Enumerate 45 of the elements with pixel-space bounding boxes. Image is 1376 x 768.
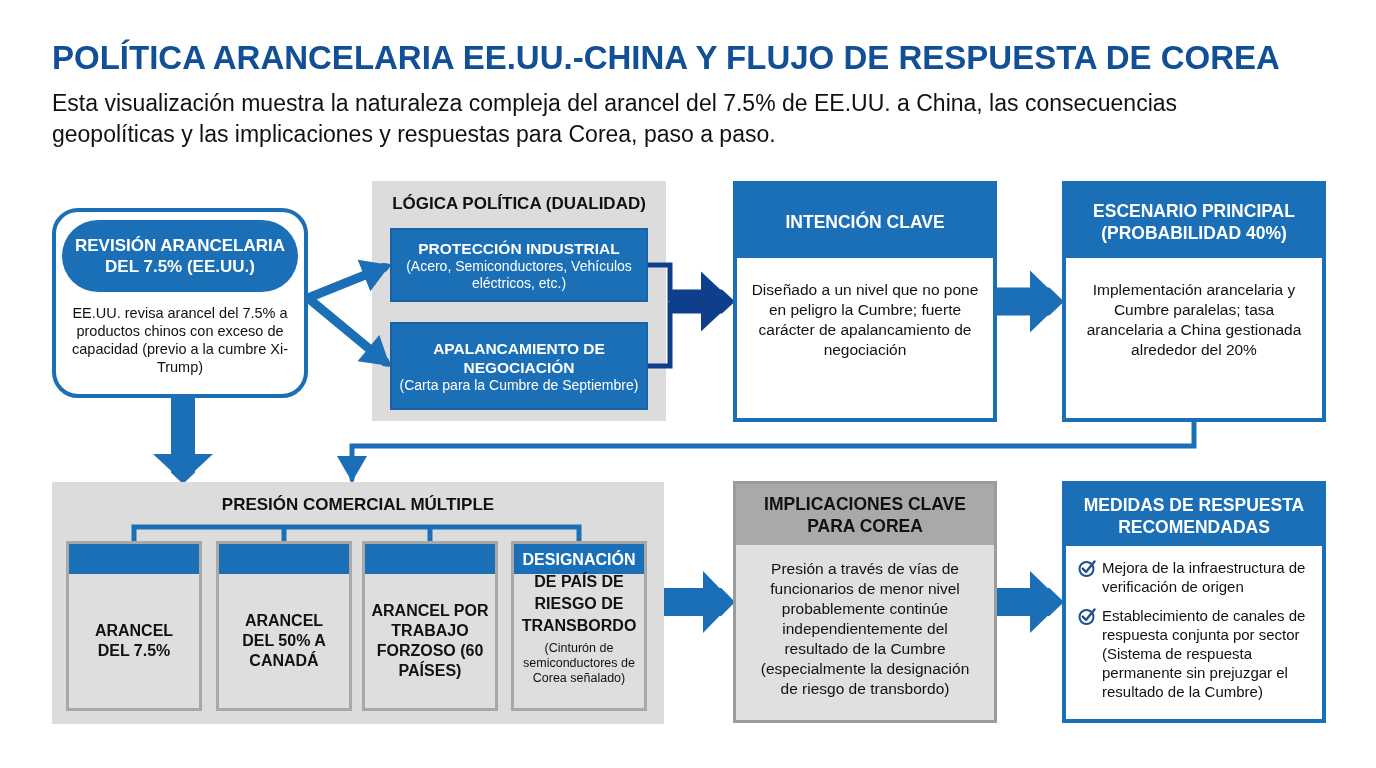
header-band: ESCENARIO PRINCIPAL (PROBABILIDAD 40%): [1066, 185, 1322, 258]
subtitle-text: Esta visualización muestra la naturaleza compleja del arancel del 7.5% de EE.UU. a China, las consecuencias geopolíticas y las implicaciones y respuestas para Corea, paso a paso.: [52, 89, 1179, 149]
headed-box: [1062, 181, 1326, 422]
body-text: Implementación arancelaria y Cumbre paralelas; tasa arancelaria a China gestionada alrededor del 20%: [1085, 280, 1303, 360]
heading-pill: REVISIÓN ARANCELARIA DEL 7.5% (EE.UU.): [62, 220, 298, 292]
block-arrow: [670, 271, 733, 332]
box-heading: PROTECCIÓN INDUSTRIAL: [417, 238, 621, 258]
box-heading: APALANCAMIENTO DE NEGOCIACIÓN: [432, 338, 606, 377]
arrow: [337, 422, 1197, 482]
checklist-box: [1062, 481, 1326, 723]
body-text: Presión a través de vías de funcionarios de menor nivel probablemente continúe independientemente del resultado de la Cumbre (especialmente la designación de riesgo de transbordo): [759, 559, 971, 699]
headed-box: [733, 481, 997, 723]
header-band: MEDIDAS DE RESPUESTA RECOMENDADAS: [1066, 485, 1322, 546]
info-card: [511, 541, 647, 711]
group-panel: [372, 181, 666, 421]
info-card: [216, 541, 352, 711]
box-subtext: (Acero, Semiconductores, Vehículos eléctricos, etc.): [405, 257, 633, 292]
card-note: (Cinturón de semiconductores de Corea señalado): [522, 641, 636, 686]
body-text: Diseñado a un nivel que no pone en peligro la Cumbre; fuerte carácter de apalancamiento de negociación: [751, 280, 979, 360]
card-heading: ARANCEL POR TRABAJO FORZOSO (60 PAÍSES): [370, 601, 490, 681]
card-heading: ARANCEL DEL 50% A CANADÁ: [241, 611, 327, 671]
panel-title: PRESIÓN COMERCIAL MÚLTIPLE: [220, 494, 496, 515]
box-subtext: (Carta para la Cumbre de Septiembre): [398, 376, 640, 394]
list-item-text: Establecimiento de canales de respuesta conjunta por sector (Sistema de respuesta permanente sin prejuzgar el resultado de la Cumbre): [1102, 606, 1307, 701]
list-item-text: Mejora de la infraestructura de verificación de origen: [1102, 558, 1307, 596]
block-arrow: [997, 571, 1062, 633]
header-band: INTENCIÓN CLAVE: [737, 185, 993, 258]
rounded-box: [52, 208, 308, 398]
connector-line: [648, 301, 673, 369]
panel-title: LÓGICA POLÍTICA (DUALIDAD): [391, 193, 647, 214]
header-band: IMPLICACIONES CLAVE PARA COREA: [736, 484, 994, 545]
process-box: [390, 228, 648, 302]
block-arrow: [997, 270, 1062, 333]
body-text: EE.UU. revisa arancel del 7.5% a productos chinos con exceso de capacidad (previo a la cumbre Xi-Trump): [71, 304, 289, 376]
block-arrow: [664, 571, 733, 633]
headed-box: [733, 181, 997, 422]
group-panel: [52, 482, 664, 724]
card-heading: ARANCEL DEL 7.5%: [93, 621, 175, 661]
diagram-title: POLÍTICA ARANCELARIA EE.UU.-CHINA Y FLUJO DE RESPUESTA DE COREA: [52, 38, 1280, 78]
block-arrow: [153, 398, 213, 482]
info-card: [362, 541, 498, 711]
connector-line: [648, 262, 673, 302]
card-heading: DESIGNACIÓN DE PAÍS DE RIESGO DE TRANSBORDO: [520, 549, 638, 636]
process-box: [390, 322, 648, 410]
info-card: [66, 541, 202, 711]
